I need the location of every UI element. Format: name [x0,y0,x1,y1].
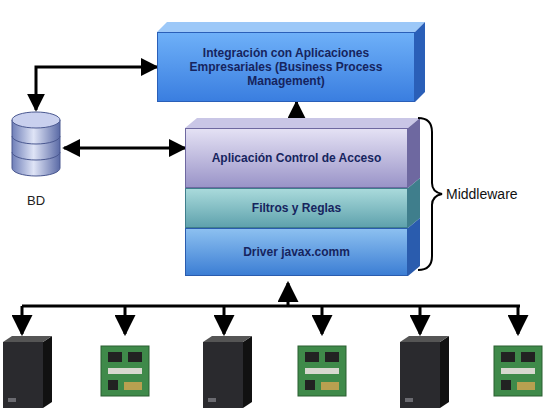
database-cylinder [8,110,64,180]
controller-panel [203,336,252,408]
box-text: Filtros y Reglas [252,201,341,215]
box-text: Aplicación Control de Acceso [212,151,382,165]
stack-top-face [185,118,420,128]
box-text: Driver javax.comm [243,245,350,259]
bus-arrow [223,306,226,334]
connector-arrow [36,67,157,110]
circuit-board [298,346,346,396]
database-label: BD [27,194,45,208]
connector-arrow [295,102,298,118]
bus-arrow [321,306,324,334]
box-top-face [157,22,425,32]
stack-side-face [408,118,420,188]
bus-arrow [21,306,24,334]
layer-band: Driver javax.comm [185,228,408,276]
bus-arrow [287,283,290,306]
layer-band: Filtros y Reglas [185,188,408,228]
connector-arrow [64,147,185,150]
controller-panel [3,336,52,408]
stack-side-face [408,218,420,276]
bus-arrow [517,306,520,334]
bracket [418,118,442,270]
box-side-face [415,22,425,102]
process-box: Integración con Aplicaciones Empresarial… [157,32,415,102]
circuit-board [494,346,542,396]
bus-arrow [419,306,422,334]
bus-line [22,305,520,308]
box-text: Integración con Aplicaciones Empresarial… [166,46,406,88]
circuit-board [101,346,149,396]
bus-arrow [124,306,127,334]
layer-band: Aplicación Control de Acceso [185,128,408,188]
group-label: Middleware [446,186,518,202]
database: BD [8,110,64,224]
controller-panel [400,336,449,408]
